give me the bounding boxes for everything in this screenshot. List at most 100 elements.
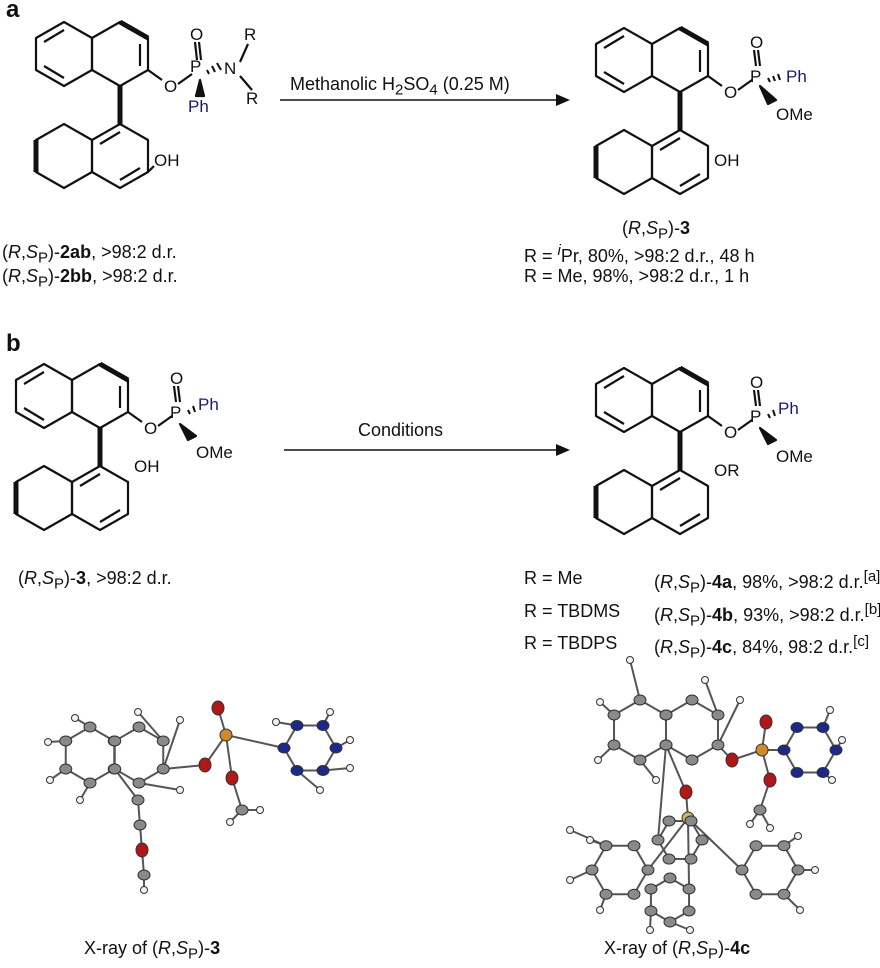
xray-bond [657, 744, 668, 841]
xray-atom [290, 765, 304, 777]
xray-atom [828, 776, 836, 784]
xray-atom [662, 815, 676, 827]
xray-bond [225, 734, 285, 749]
xray-atom [682, 883, 696, 895]
reaction-arrow-b [284, 444, 570, 456]
xray-atom [316, 786, 324, 794]
xray-atom [746, 820, 754, 828]
panel-a-letter: a [6, 0, 20, 23]
start-label-2ab: (R,SP)-2ab, >98:2 d.r. [2, 242, 177, 267]
xray-atom [663, 916, 677, 928]
xray-atom [663, 872, 677, 884]
atom-o-double: O [750, 33, 763, 52]
xray-atom [176, 716, 184, 724]
xray-atom [816, 721, 830, 733]
atom-ph: Ph [786, 67, 807, 86]
xray-atom [346, 736, 354, 744]
xray-bond [629, 659, 641, 701]
atom-o-double: O [190, 25, 203, 44]
xray-atom [290, 719, 304, 731]
atom-oh: OH [154, 151, 180, 170]
result-row-4b: R = TBDMS (R,SP)-4b, 93%, >98:2 d.r.[b] [524, 600, 880, 630]
xray-atom [135, 842, 149, 858]
atom-p: P [190, 57, 201, 76]
xray-bond [162, 719, 181, 770]
xray-atom [132, 721, 146, 733]
xray-atom [277, 742, 291, 754]
atom-o-double: O [170, 369, 183, 388]
xray-bond [687, 817, 743, 871]
xray-atom [596, 906, 604, 914]
xray-atom [790, 767, 804, 779]
xray-atom [46, 776, 54, 784]
xray-atom [633, 694, 647, 706]
atom-ph: Ph [188, 97, 209, 116]
atom-ome: OMe [776, 447, 813, 466]
xray-atom [641, 864, 655, 876]
atom-or: OR [714, 461, 740, 480]
atom-r2: R [246, 89, 258, 108]
atom-oh: OH [134, 457, 160, 476]
xray-atom [225, 770, 239, 786]
xray-atom [108, 735, 122, 747]
xray-atom [585, 864, 599, 876]
xray-atom [679, 784, 693, 800]
start-label-3: (R,SP)-3, >98:2 d.r. [18, 568, 172, 593]
xray-atom [685, 754, 699, 766]
atom-o: O [724, 423, 737, 442]
xray-atom [627, 888, 641, 900]
xray-atom [235, 804, 249, 816]
xray-bond [113, 768, 139, 801]
xray-atom [753, 804, 767, 816]
xray-atom [226, 818, 234, 826]
xray-atom [140, 886, 148, 894]
xray-atom [662, 853, 676, 865]
result-row-4c: R = TBDPS (R,SP)-4c, 84%, 98:2 d.r.[c] [524, 633, 869, 662]
xray-atom [329, 742, 343, 754]
xray-atom [566, 876, 574, 884]
xray-atom [701, 676, 709, 684]
xray-structure-3 [44, 700, 354, 894]
xray-atom [777, 840, 791, 852]
xray-atom [796, 906, 804, 914]
xray-atom [711, 709, 725, 721]
xray-atom [219, 728, 233, 742]
xray-atom [829, 744, 843, 756]
xray-atom [607, 739, 621, 751]
xray-atom [755, 743, 769, 757]
xray-atom [684, 815, 698, 827]
xray-atom [134, 708, 142, 716]
xray-bond [137, 711, 165, 742]
xray-atom [176, 786, 184, 794]
xray-atom [646, 926, 654, 934]
atom-ome: OMe [776, 105, 813, 124]
xray-atom [599, 840, 613, 852]
xray-atom [156, 763, 170, 775]
xray-caption-3: X-ray of (R,SP)-3 [84, 938, 221, 963]
xray-atom [198, 757, 212, 773]
reagent-label-a: Methanolic H2SO4 (0.25 M) [290, 74, 510, 99]
xray-atom [759, 714, 773, 730]
xray-atom [133, 819, 147, 831]
xray-bond [647, 817, 689, 871]
xray-atom [684, 853, 698, 865]
xray-atom [596, 698, 604, 706]
xray-atom [83, 777, 97, 789]
atom-o: O [724, 83, 737, 102]
xray-caption-4c: X-ray of (R,SP)-4c [604, 938, 751, 963]
xray-atom [586, 836, 594, 844]
xray-atom [826, 706, 834, 714]
xray-atom [607, 709, 621, 721]
result-row-4a: R = Me (R,SP)-4a, 98%, >98:2 d.r.[a] [524, 568, 880, 597]
atom-oh: OH [714, 151, 740, 170]
xray-atom [633, 754, 647, 766]
xray-atom [594, 756, 602, 764]
xray-atom [659, 709, 673, 721]
xray-atom [651, 834, 665, 846]
xray-atom [316, 765, 330, 777]
xray-bond [163, 764, 206, 770]
xray-atom [777, 744, 791, 756]
xray-atom [644, 883, 658, 895]
xray-bond [717, 699, 741, 746]
xray-atom [59, 735, 73, 747]
